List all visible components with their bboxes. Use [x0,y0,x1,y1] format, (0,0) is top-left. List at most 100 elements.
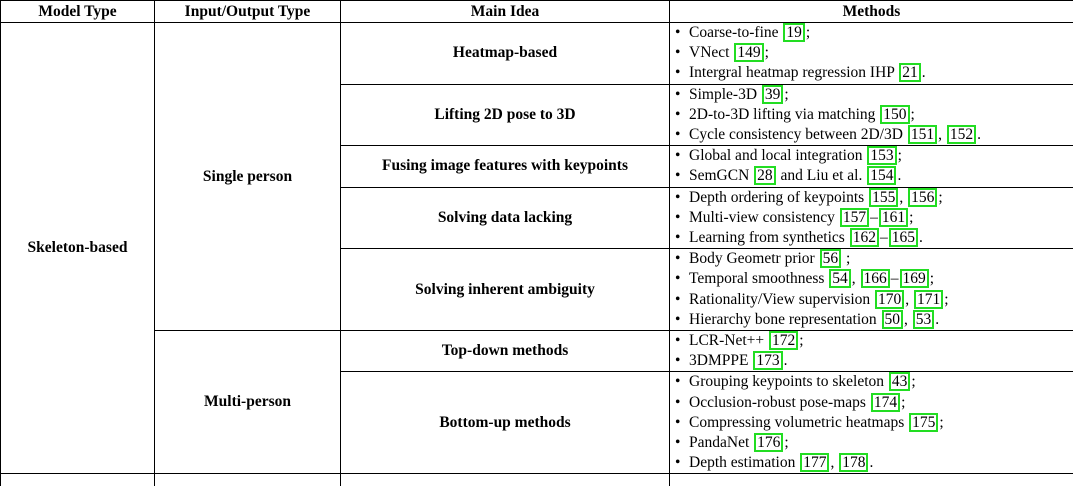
citation-link[interactable]: 174 [871,393,900,412]
citation-link[interactable]: 151 [908,125,937,144]
citation-link[interactable]: 39 [762,85,784,104]
method-text: 2D-to-3D lifting via matching [689,106,879,123]
citation-link[interactable]: 155 [869,188,898,207]
citation-link[interactable]: 50 [882,310,904,329]
citation-link[interactable]: 153 [867,146,896,165]
method-text: ; [806,24,810,41]
method-text: ; [944,291,948,308]
model-type-cell: Skeleton-based [1,23,155,474]
method-text: Coarse-to-fine [689,24,782,41]
citation-link[interactable]: 53 [913,310,935,329]
method-item: •LCR-Net++ 172; [675,331,1068,351]
method-text: . [977,126,981,143]
main-idea-cell: Bottom-up methods [341,372,670,474]
bullet-icon: • [675,188,689,208]
method-text: . [935,311,939,328]
citation-link[interactable]: 156 [908,188,937,207]
method-text: SemGCN [689,167,753,184]
method-text: ; [930,270,934,287]
citation-link[interactable]: 56 [820,249,842,268]
method-item: •3DMPPE 173. [675,351,1068,371]
main-idea-cell: Solving inherent ambiguity [341,249,670,331]
citation-link[interactable]: 178 [839,453,868,472]
bullet-icon: • [675,453,689,473]
method-text: Grouping keypoints to skeleton [689,373,888,390]
citation-link[interactable]: 170 [875,290,904,309]
bullet-icon: • [675,228,689,248]
table-row-clipped [1,474,1073,486]
citation-link[interactable]: 162 [850,228,879,247]
citation-link[interactable]: 54 [829,269,851,288]
io-type-cell: Multi-person [155,331,341,474]
main-idea-cell: Heatmap-based [341,23,670,85]
citation-link[interactable]: 172 [769,331,798,350]
method-text: ; [911,106,915,123]
citation-link[interactable]: 149 [734,43,763,62]
bullet-icon: • [675,331,689,351]
methods-cell: •Coarse-to-fine 19;•VNect 149;•Intergral… [670,23,1073,85]
method-item: •PandaNet 176; [675,433,1068,453]
citation-link[interactable]: 169 [900,269,929,288]
citation-link[interactable]: 176 [754,433,783,452]
method-text: ; [898,147,902,164]
method-item: •Body Geometr prior 56 ; [675,249,1068,269]
citation-link[interactable]: 154 [867,166,896,185]
method-text: – [870,209,878,226]
method-text: Rationality/View supervision [689,291,874,308]
citation-link[interactable]: 177 [800,453,829,472]
method-item: •Learning from synthetics 162–165. [675,228,1068,248]
clipped-cell [1,474,155,486]
citation-link[interactable]: 171 [914,290,943,309]
main-idea-cell: Lifting 2D pose to 3D [341,84,670,146]
bullet-icon: • [675,249,689,269]
method-text: 3DMPPE [689,352,752,369]
method-text: Hierarchy bone representation [689,311,881,328]
citation-link[interactable]: 161 [879,208,908,227]
method-item: •Grouping keypoints to skeleton 43; [675,372,1068,392]
citation-link[interactable]: 175 [909,413,938,432]
method-item: •Simple-3D 39; [675,85,1068,105]
method-text: , [899,189,907,206]
method-text: LCR-Net++ [689,332,768,349]
citation-link[interactable]: 157 [840,208,869,227]
citation-link[interactable]: 173 [753,351,782,370]
method-text: Body Geometr prior [689,250,819,267]
method-item: •Global and local integration 153; [675,146,1068,166]
methods-cell: •Body Geometr prior 56 ;•Temporal smooth… [670,249,1073,331]
method-text: ; [939,414,943,431]
citation-link[interactable]: 150 [880,105,909,124]
bullet-icon: • [675,208,689,228]
citation-link[interactable]: 165 [889,228,918,247]
method-text: ; [842,250,850,267]
bullet-icon: • [675,269,689,289]
bullet-icon: • [675,43,689,63]
citation-link[interactable]: 152 [947,125,976,144]
methods-cell: •Depth ordering of keypoints 155, 156;•M… [670,187,1073,249]
citation-link[interactable]: 21 [899,63,921,82]
method-text: . [922,64,926,81]
method-item: •2D-to-3D lifting via matching 150; [675,105,1068,125]
method-item: •Depth ordering of keypoints 155, 156; [675,188,1068,208]
header-io-type: Input/Output Type [155,1,341,23]
method-text: . [784,352,788,369]
citation-link[interactable]: 28 [754,166,776,185]
method-text: ; [765,44,769,61]
citation-link[interactable]: 43 [889,372,911,391]
citation-link[interactable]: 19 [783,23,805,42]
method-text: PandaNet [689,434,753,451]
method-text: ; [911,373,915,390]
citation-link[interactable]: 166 [861,269,890,288]
methods-cell: •Grouping keypoints to skeleton 43;•Occl… [670,372,1073,474]
bullet-icon: • [675,125,689,145]
method-item: •Occlusion-robust pose-maps 174; [675,393,1068,413]
method-text: ; [784,434,788,451]
bullet-icon: • [675,372,689,392]
method-item: •Intergral heatmap regression IHP 21. [675,63,1068,83]
bullet-icon: • [675,310,689,330]
method-text: . [869,454,873,471]
method-text: ; [799,332,803,349]
main-idea-cell: Top-down methods [341,331,670,372]
method-text: , [905,291,913,308]
method-text: , [830,454,838,471]
